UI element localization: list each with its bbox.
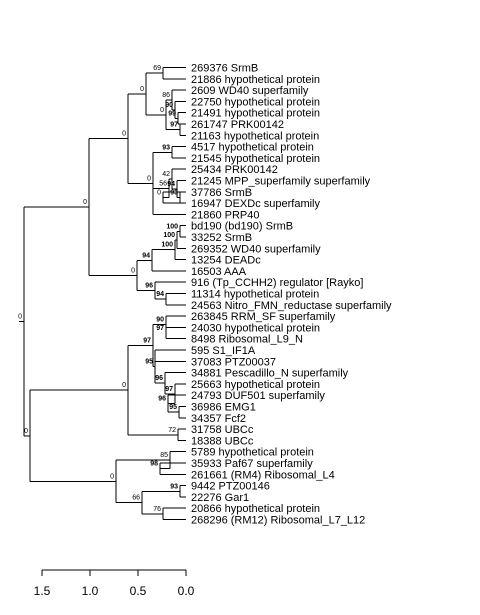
leaf-label: 4517 hypothetical protein bbox=[191, 142, 314, 154]
leaf-label: bd190 (bd190) SrmB bbox=[191, 221, 293, 233]
support-value: 94 bbox=[142, 252, 150, 259]
leaf-label: 31758 UBCc bbox=[191, 424, 254, 436]
support-value: 97 bbox=[165, 386, 173, 393]
support-value: 0 bbox=[122, 131, 126, 138]
leaf-label: 269376 SrmB bbox=[191, 63, 258, 75]
support-value: 0 bbox=[122, 382, 126, 389]
leaf-label: 269352 WD40 superfamily bbox=[191, 243, 321, 255]
leaf-label: 21163 hypothetical protein bbox=[191, 130, 319, 142]
support-value: 97 bbox=[156, 325, 164, 332]
leaf-label: 22276 Gar1 bbox=[191, 492, 249, 504]
support-value: 0 bbox=[110, 473, 114, 480]
leaf-label: 21860 PRP40 bbox=[191, 209, 260, 221]
leaf-label: 9442 PTZ00146 bbox=[191, 481, 270, 493]
support-value: 76 bbox=[153, 506, 161, 513]
leaf-label: 25434 PRK00142 bbox=[191, 164, 278, 176]
leaf-label: 916 (Tp_CCHH2) regulator [Rayko] bbox=[191, 277, 363, 289]
support-value: 93 bbox=[162, 144, 170, 151]
support-value: 94 bbox=[156, 291, 164, 298]
support-value: 94 bbox=[167, 181, 175, 188]
support-value: 72 bbox=[168, 427, 176, 434]
support-value: 69 bbox=[153, 65, 161, 72]
support-value: 86 bbox=[162, 92, 170, 99]
support-value: 66 bbox=[132, 495, 140, 502]
leaf-label: 18388 UBCc bbox=[191, 435, 254, 447]
support-value: 0 bbox=[160, 107, 164, 114]
axis-tick-label: 0.5 bbox=[130, 584, 147, 598]
axis-tick-label: 1.5 bbox=[34, 584, 51, 598]
support-value: 93 bbox=[170, 189, 178, 196]
support-value: 93 bbox=[170, 483, 178, 490]
leaf-label: 25663 hypothetical protein bbox=[191, 379, 320, 391]
support-value: 96 bbox=[145, 283, 153, 290]
leaf-label: 24030 hypothetical protein bbox=[191, 322, 320, 334]
support-value: 97 bbox=[143, 338, 151, 345]
axis-tick-label: 1.0 bbox=[82, 584, 99, 598]
leaf-label: 13254 DEADc bbox=[191, 255, 261, 267]
support-value: 97 bbox=[170, 122, 178, 129]
support-value: 100 bbox=[161, 242, 173, 249]
leaf-label: 2609 WD40 superfamily bbox=[191, 85, 309, 97]
support-value: 0 bbox=[18, 313, 22, 320]
support-value: 90 bbox=[156, 317, 164, 324]
support-value: 85 bbox=[160, 452, 168, 459]
axis-tick-label: 0.0 bbox=[178, 584, 195, 598]
leaf-label: 22750 hypothetical protein bbox=[191, 96, 320, 108]
leaf-label: 36986 EMG1 bbox=[191, 402, 256, 414]
leaf-label: 261747 PRK00142 bbox=[191, 119, 284, 131]
support-value: 96 bbox=[158, 396, 166, 403]
support-value: 42 bbox=[162, 171, 170, 178]
support-value: 0 bbox=[83, 199, 87, 206]
support-value: 0 bbox=[131, 267, 135, 274]
leaf-label: 21491 hypothetical protein bbox=[191, 108, 320, 120]
support-value: 90 bbox=[165, 102, 173, 109]
leaf-label: 21245 MPP_superfamily superfamily bbox=[191, 176, 371, 188]
support-value: 96 bbox=[155, 375, 163, 382]
leaf-label: 263845 RRM_SF superfamily bbox=[191, 311, 336, 323]
support-value: 100 bbox=[163, 232, 175, 239]
leaf-label: 595 S1_IF1A bbox=[191, 345, 256, 357]
leaf-label: 16947 DEXDc superfamily bbox=[191, 198, 321, 210]
scale-axis: 1.5 1.0 0.5 0.0 bbox=[34, 569, 195, 598]
support-value: 0 bbox=[140, 86, 144, 93]
leaf-label: 24793 DUF501 superfamily bbox=[191, 390, 325, 402]
tree-branches bbox=[19, 67, 186, 520]
leaf-label: 21545 hypothetical protein bbox=[191, 153, 320, 165]
leaf-label: 16503 AAA bbox=[191, 266, 247, 278]
leaf-label: 35933 Paf67 superfamily bbox=[191, 458, 313, 470]
support-value: 0 bbox=[24, 428, 28, 435]
leaf-label: 11314 hypothetical protein bbox=[191, 289, 319, 301]
leaf-label: 37083 PTZ00037 bbox=[191, 356, 276, 368]
support-value: 99 bbox=[168, 110, 176, 117]
support-value: 0 bbox=[147, 175, 151, 182]
leaf-label: 8498 Ribosomal_L9_N bbox=[191, 334, 303, 346]
leaf-label: 21886 hypothetical protein bbox=[191, 74, 320, 86]
leaf-label: 34881 Pescadillo_N superfamily bbox=[191, 368, 349, 380]
support-value: 56 bbox=[159, 180, 167, 187]
support-values: 0000690869099970935642949300941001001009… bbox=[18, 65, 178, 513]
leaf-label: 34357 Fcf2 bbox=[191, 413, 246, 425]
leaf-label: 24563 Nitro_FMN_reductase superfamily bbox=[191, 300, 392, 312]
support-value: 95 bbox=[169, 404, 177, 411]
leaf-label: 5789 hypothetical protein bbox=[191, 447, 314, 459]
leaf-label: 20866 hypothetical protein bbox=[191, 503, 320, 515]
support-value: 0 bbox=[157, 189, 161, 196]
leaf-label: 33252 SrmB bbox=[191, 232, 252, 244]
leaf-label: 268296 (RM12) Ribosomal_L7_L12 bbox=[191, 515, 365, 527]
support-value: 100 bbox=[166, 223, 178, 230]
leaf-label: 37786 SrmB bbox=[191, 187, 252, 199]
leaf-label: 261661 (RM4) Ribosomal_L4 bbox=[191, 469, 335, 481]
support-value: 98 bbox=[150, 461, 158, 468]
support-value: 95 bbox=[145, 359, 153, 366]
